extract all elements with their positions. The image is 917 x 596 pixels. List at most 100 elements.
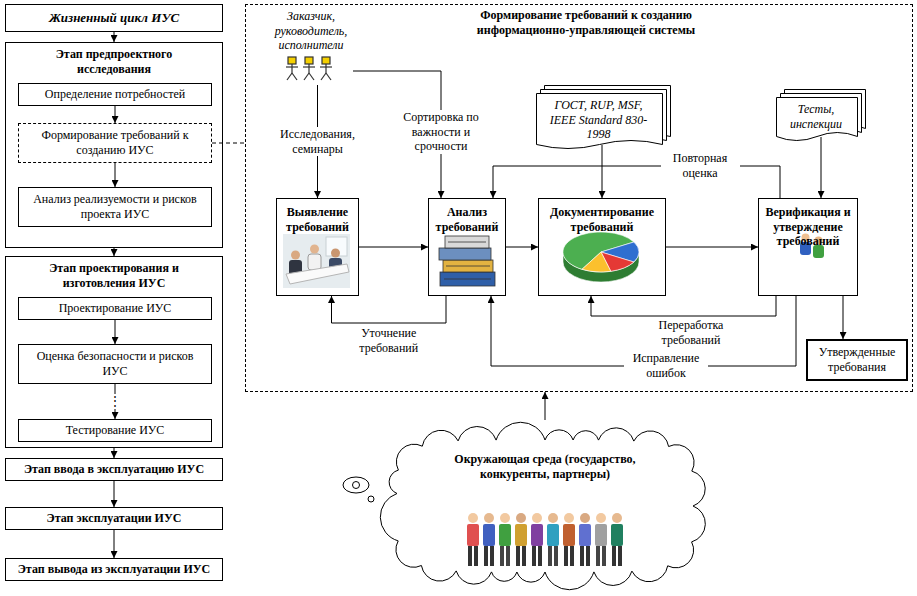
node-text: Этап ввода в эксплуатацию ИУС xyxy=(14,462,214,477)
people-crowd xyxy=(563,524,575,546)
people-crowd xyxy=(596,546,600,566)
people-crowd xyxy=(467,513,623,566)
heading-text: Этап предпроектного исследования xyxy=(27,47,202,76)
people-crowd xyxy=(506,546,510,566)
actor-icon xyxy=(322,57,330,64)
actor-icon xyxy=(286,66,298,67)
node-text: Тесты, инспекции xyxy=(782,102,850,131)
actor-icon xyxy=(321,73,326,80)
connector xyxy=(506,247,538,248)
cloud-shape xyxy=(375,420,715,592)
people-crowd xyxy=(532,546,536,566)
meeting-photo xyxy=(310,245,319,254)
node-text: Определение потребностей xyxy=(35,87,195,102)
people-crowd xyxy=(554,546,558,566)
meeting-photo xyxy=(283,234,350,288)
people-crowd xyxy=(602,546,606,566)
actor-icon xyxy=(292,73,297,80)
people-crowd xyxy=(531,524,543,546)
people-crowd xyxy=(586,546,590,566)
connector xyxy=(115,320,116,344)
connector xyxy=(114,32,115,42)
thought-bubbles xyxy=(343,477,374,502)
people-crowd xyxy=(564,546,568,566)
people-crowd xyxy=(484,513,494,523)
actor-icon xyxy=(320,66,332,67)
cloud-outline xyxy=(380,422,705,589)
connector xyxy=(114,481,115,507)
stage-group: Этап предпроектного исследованияОпределе… xyxy=(5,42,223,248)
node-text: Жизненный цикл ИУС xyxy=(39,10,189,26)
people-crowd xyxy=(499,524,511,546)
edge-label: Исправление ошибок xyxy=(624,351,708,380)
document-stack: Тесты, инспекции xyxy=(776,89,866,143)
people-crowd xyxy=(483,524,495,546)
connector xyxy=(591,296,776,316)
people-crowd xyxy=(484,546,488,566)
node-text: Тестирование ИУС xyxy=(56,423,175,438)
connector xyxy=(115,163,116,187)
actor-icon xyxy=(308,64,309,73)
people-crowd xyxy=(522,546,526,566)
node-text: Утвержденные требования xyxy=(808,345,906,374)
step-box: Оценка безопасности и рисков ИУС xyxy=(18,344,212,384)
node-text: Формирование требований к созданию ИУС xyxy=(19,128,211,157)
connector xyxy=(843,296,844,339)
books-picture xyxy=(443,260,493,272)
process-region: Формирование требований к созданию инфор… xyxy=(245,4,913,392)
actor-icon xyxy=(288,57,296,64)
books-picture xyxy=(439,236,495,286)
actor-icon xyxy=(287,73,292,80)
people-crowd xyxy=(618,546,622,566)
books-picture xyxy=(439,248,491,260)
connector xyxy=(602,145,603,198)
node-text: Этап эксплуатации ИУС xyxy=(37,511,192,526)
heading-text: Документирование требований xyxy=(539,199,665,234)
edge-label: Сортировка по важности и срочности xyxy=(394,110,488,154)
pie-chart-picture xyxy=(563,232,639,282)
process-box: Анализ требований xyxy=(428,198,506,296)
books-picture xyxy=(445,236,489,248)
connector xyxy=(666,247,758,248)
step-box: Определение потребностей xyxy=(18,83,212,106)
stage-group: Этап проектирования и изготовления ИУСПр… xyxy=(5,256,223,448)
actor-group: Заказчик, руководитель, исполнители xyxy=(269,5,353,85)
people-crowd xyxy=(468,546,472,566)
thought-bubbles xyxy=(343,477,369,493)
document-page xyxy=(777,98,858,141)
pie-chart-picture xyxy=(582,252,611,272)
actor-icon xyxy=(303,66,315,67)
people-crowd xyxy=(490,546,494,566)
meeting-photo xyxy=(308,254,321,270)
connector xyxy=(115,106,116,123)
people-crowd xyxy=(579,524,591,546)
edge-label: ⋮ xyxy=(107,394,123,409)
people-crowd xyxy=(612,546,616,566)
actor-icon xyxy=(286,57,332,80)
document-stack: ГОСТ, RUP, MSF, IEEE Standard 830-1998 xyxy=(536,85,671,151)
node-text: Окружающая среда (государство, конкурент… xyxy=(420,452,670,481)
connector xyxy=(212,143,245,144)
process-box: Верификация и утверждение требований xyxy=(758,198,858,296)
meeting-photo xyxy=(283,234,350,288)
actor-icon xyxy=(309,73,314,80)
heading-text: Верификация и утверждение требований xyxy=(759,199,857,249)
people-crowd xyxy=(474,546,478,566)
connector xyxy=(359,247,428,248)
thought-bubbles xyxy=(368,496,374,502)
actor-icon xyxy=(325,64,326,73)
edge-label: Исследования, семинары xyxy=(271,127,365,156)
step-box: Формирование требований к созданию ИУС xyxy=(18,123,212,163)
process-box: Выявление требований xyxy=(276,198,359,296)
document-page xyxy=(537,94,663,149)
node-text: Анализ реализуемости и рисков проекта ИУ… xyxy=(19,192,211,221)
books-picture xyxy=(446,266,490,267)
meeting-photo xyxy=(286,264,349,284)
people-crowd xyxy=(516,546,520,566)
edge-label: Повторная оценка xyxy=(661,151,740,180)
stage-box: Этап ввода в эксплуатацию ИУС xyxy=(5,458,223,481)
edge-label: Переработка требований xyxy=(639,318,743,347)
people-crowd xyxy=(516,513,526,523)
people-crowd xyxy=(548,546,552,566)
